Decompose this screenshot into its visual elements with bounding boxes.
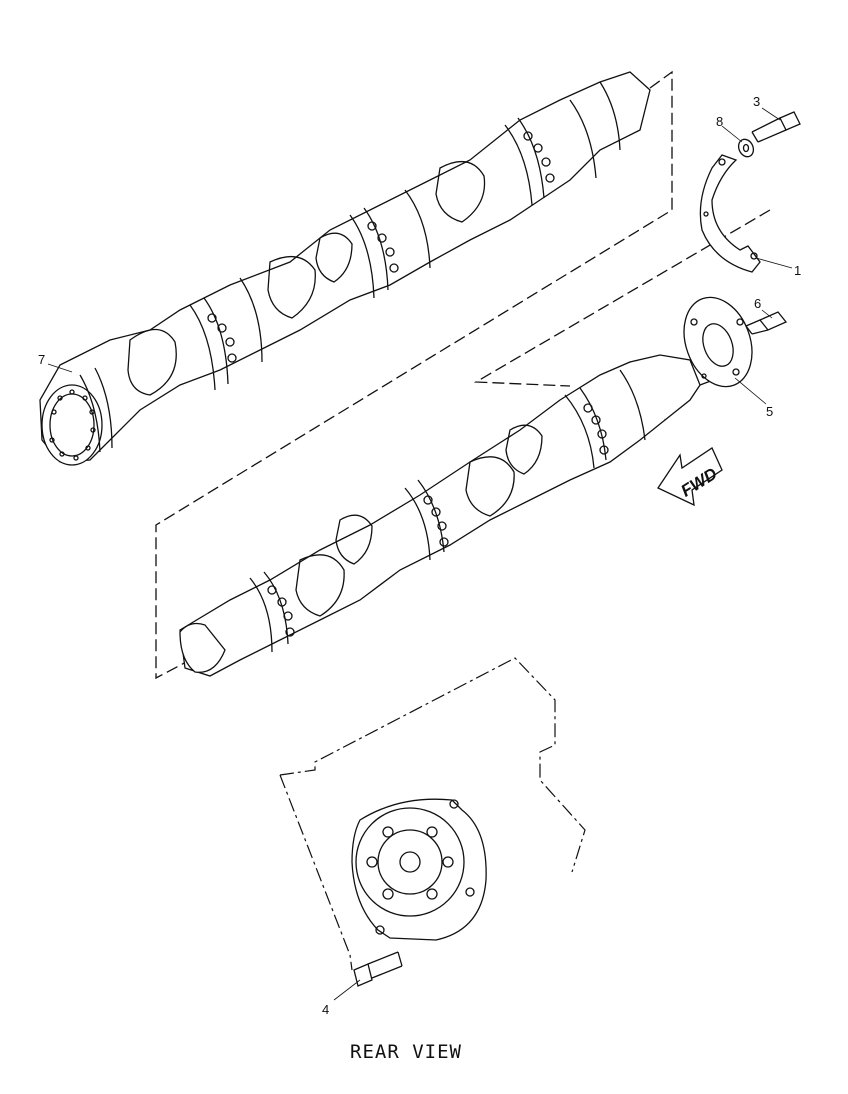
rear-view-housing — [279, 657, 586, 971]
lower-gear-band-bolts — [267, 403, 609, 637]
thrust-plate — [699, 154, 761, 273]
assembly-leader-dashed-2 — [473, 209, 771, 387]
flange-bolt-holes — [49, 389, 96, 461]
fwd-arrow-icon: FWD — [657, 447, 723, 507]
camshaft-upper — [39, 71, 651, 466]
assembly-leader-dashed — [155, 70, 673, 680]
camshaft-lower — [179, 354, 741, 677]
callout-3: 3 — [753, 94, 760, 109]
washer-8 — [737, 138, 755, 158]
bolt-4 — [353, 951, 403, 987]
callout-7: 7 — [38, 352, 45, 367]
callout-6: 6 — [754, 296, 761, 311]
gear-band-bolts — [207, 131, 555, 363]
rear-cover — [351, 798, 487, 941]
callout-5: 5 — [766, 404, 773, 419]
leader-lines — [47, 107, 793, 1001]
callout-8: 8 — [716, 114, 723, 129]
cam-plate — [683, 296, 753, 388]
callout-4: 4 — [322, 1002, 329, 1017]
bolt-6 — [745, 311, 788, 335]
bolt-3 — [751, 111, 801, 143]
callout-1: 1 — [794, 263, 801, 278]
rear-view-caption: REAR VIEW — [350, 1041, 462, 1063]
